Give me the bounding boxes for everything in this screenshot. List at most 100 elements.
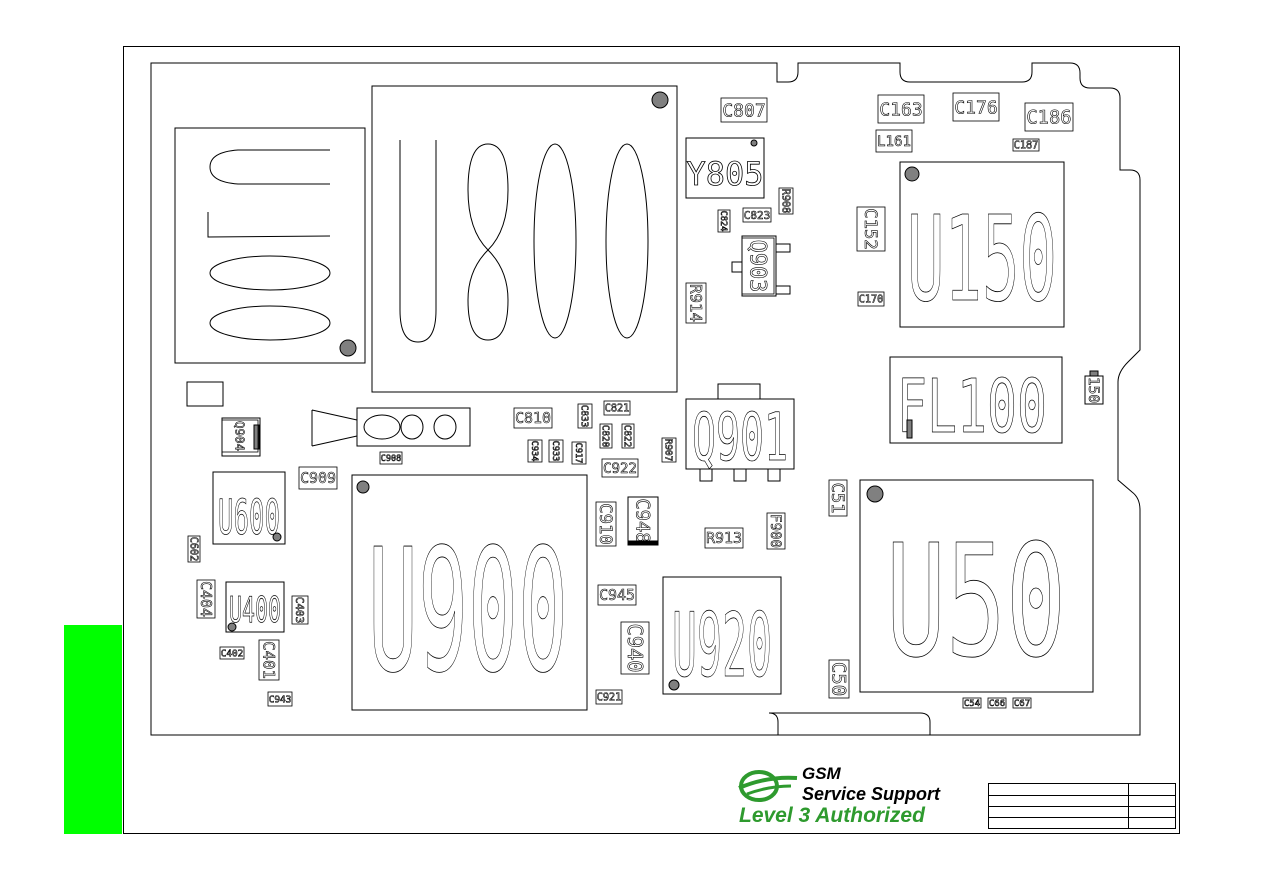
component-label-c403: C403: [293, 597, 306, 624]
component-box-c807: [720, 97, 768, 123]
component-box-c186: [1024, 102, 1074, 132]
component-label-c401: C401: [260, 641, 279, 679]
component-box-c170: [857, 291, 885, 307]
component-box-c821: [603, 400, 631, 416]
component-label-c67: C67: [1014, 699, 1030, 709]
component-box-c833: [577, 403, 593, 429]
component-box-c934: [527, 439, 543, 463]
title-block: [988, 783, 1176, 829]
component-label-c934: C934: [529, 441, 539, 462]
component-label-c176: C176: [954, 97, 997, 118]
logo-line-level3: Level 3 Authorized: [739, 804, 925, 827]
component-label-c908: C908: [381, 454, 402, 464]
u400-component: U400: [225, 581, 285, 633]
component-label-c404: C404: [197, 581, 215, 617]
component-label-c163: C163: [879, 99, 922, 120]
component-label-c824: C824: [718, 211, 728, 232]
component-box-q904: [221, 419, 259, 453]
title-block-row-divider: [989, 795, 1175, 796]
component-box-c51: [828, 479, 848, 517]
u800-component: [371, 85, 678, 393]
component-label-c54: C54: [964, 699, 980, 709]
component-label-c51: C51: [827, 483, 847, 514]
component-label-c152: C152: [860, 208, 880, 249]
component-box-c823: [742, 207, 772, 223]
u700-component: [174, 127, 366, 364]
board-outline: [150, 62, 1141, 736]
component-box-c163: [877, 94, 925, 124]
gsm-logo: GSM Service Support Level 3 Authorized: [735, 760, 975, 830]
component-box-c187: [1012, 138, 1040, 152]
component-box-c404: [196, 579, 216, 619]
component-label-r913: R913: [706, 529, 742, 547]
component-label-r908: R908: [779, 189, 790, 214]
component-label-150: 150: [1085, 377, 1102, 403]
component-box-c822: [621, 423, 635, 449]
component-label-f900: F900: [767, 514, 783, 548]
component-label-c187: C187: [1014, 141, 1039, 152]
component-box-q903: [741, 237, 775, 295]
connector-900: [311, 407, 471, 447]
u50-component: U50: [859, 479, 1094, 693]
component-label-c50: C50: [827, 662, 849, 696]
component-box-c922: [601, 458, 639, 478]
component-box-c820: [599, 423, 613, 449]
globe-icon: [738, 770, 798, 802]
component-label-c940: C940: [623, 623, 647, 672]
component-label-c820: C820: [600, 425, 611, 448]
component-box-r907: [661, 437, 677, 463]
component-label-c810: C810: [515, 409, 551, 427]
component-box-c910: [595, 501, 617, 547]
component-label-c402: C402: [221, 648, 244, 659]
title-block-row-divider: [989, 817, 1175, 818]
component-box-c176: [952, 92, 1000, 122]
component-label-l161: L161: [877, 134, 911, 150]
component-label-c921: C921: [597, 693, 622, 704]
u150-label: U150: [907, 190, 1057, 328]
logo-line-service-support: Service Support: [802, 784, 941, 804]
component-label-r914: R914: [687, 284, 706, 322]
component-box-l161: [875, 129, 913, 153]
q901-component: Q901: [685, 383, 795, 482]
component-box-r913: [704, 527, 744, 549]
component-label-c822: C822: [622, 425, 633, 448]
drawing-frame: [123, 46, 1180, 834]
component-label-c948: C948: [631, 498, 652, 543]
component-label-q903: Q903: [744, 240, 769, 293]
component-box-c909: [298, 466, 338, 490]
component-box-c948: [627, 496, 659, 546]
component-box-c66: [987, 697, 1007, 709]
u600-component: U600: [212, 471, 286, 546]
component-box-c933: [548, 439, 564, 463]
u50-label: U50: [886, 511, 1066, 692]
component-label-c170: C170: [859, 295, 884, 306]
component-label-c917: C917: [573, 443, 583, 464]
component-label-c943: C943: [269, 694, 292, 705]
q904-component: [186, 381, 261, 457]
component-label-c909: C909: [300, 469, 336, 487]
component-label-c922: C922: [603, 461, 637, 477]
component-box-c917: [571, 441, 587, 465]
green-side-bar: [64, 625, 122, 834]
u150-component: U150: [899, 161, 1065, 328]
component-box-c940: [620, 621, 650, 675]
component-label-c186: C186: [1026, 108, 1071, 129]
u900-label: U900: [368, 513, 568, 711]
component-box-c602: [187, 535, 201, 563]
component-box-r914: [685, 282, 707, 324]
board-bottom-notch: [768, 712, 931, 735]
title-block-row-divider: [989, 806, 1175, 807]
u920-label: U920: [672, 594, 772, 697]
component-box-r908: [778, 187, 794, 215]
fl100-component: FL100: [889, 356, 1063, 450]
component-box-c67: [1012, 697, 1032, 709]
component-box-c945: [597, 584, 637, 606]
component-box-c50: [828, 659, 850, 699]
title-block-column-divider: [1128, 784, 1129, 828]
u920-component: U920: [662, 576, 782, 697]
component-box-c152: [856, 206, 886, 252]
u600-label: U600: [218, 490, 280, 546]
y805-component: Y805: [685, 137, 765, 199]
component-label-c807: C807: [722, 100, 765, 121]
